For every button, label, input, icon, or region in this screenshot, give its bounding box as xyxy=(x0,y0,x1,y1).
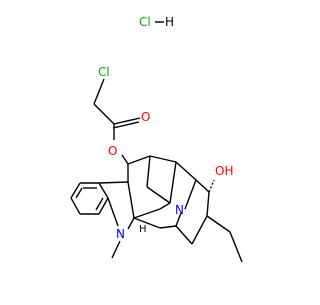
ethyl-bond xyxy=(206,215,231,233)
bond xyxy=(93,78,105,105)
bond xyxy=(175,212,182,227)
bond xyxy=(98,182,109,199)
bond xyxy=(146,186,171,204)
carbonyl-o-label: O xyxy=(141,110,150,124)
bond xyxy=(159,202,171,210)
bond xyxy=(191,215,208,245)
bond xyxy=(206,191,210,217)
bond xyxy=(113,117,141,125)
bond xyxy=(133,208,161,219)
bond xyxy=(127,181,135,219)
bond xyxy=(70,182,81,199)
aromatic-bond xyxy=(75,187,83,199)
stereo-h-label: H xyxy=(139,224,147,235)
chloroacetyl-group: Cl O O xyxy=(93,65,150,165)
bond xyxy=(184,179,197,210)
bond xyxy=(149,155,177,163)
salt-h-label: H xyxy=(165,15,174,29)
bond xyxy=(121,154,129,165)
molecule-structure: Cl H Cl O O xyxy=(70,15,243,263)
n-bridge-label: N xyxy=(175,203,184,217)
aromatic-bond xyxy=(95,197,104,211)
n-indoline-label: N xyxy=(116,227,125,241)
chloro-label: Cl xyxy=(98,65,110,79)
bond xyxy=(175,161,197,181)
polycyclic-core xyxy=(98,155,215,245)
benzene-ring xyxy=(70,182,109,215)
bond xyxy=(169,161,177,204)
structure-canvas: Cl H Cl O O xyxy=(70,15,243,263)
bond xyxy=(70,197,81,215)
bond xyxy=(175,225,193,245)
bond xyxy=(98,197,109,215)
bond xyxy=(93,103,115,125)
bond xyxy=(159,225,177,229)
bond xyxy=(133,217,161,229)
ester-o-label: O xyxy=(108,144,117,158)
bond xyxy=(146,155,151,188)
hydroxyl-label: OH xyxy=(215,164,233,178)
ethyl-bond xyxy=(229,231,243,263)
n-methyl-bond xyxy=(111,240,121,259)
bond xyxy=(127,217,135,230)
bond xyxy=(112,121,140,129)
bond xyxy=(98,181,129,184)
salt-cl-label: Cl xyxy=(139,15,151,29)
wedge-bond xyxy=(208,179,215,193)
bond xyxy=(195,179,210,193)
bond xyxy=(107,197,119,227)
bond xyxy=(127,155,151,165)
hcl-salt: Cl H xyxy=(139,15,174,29)
